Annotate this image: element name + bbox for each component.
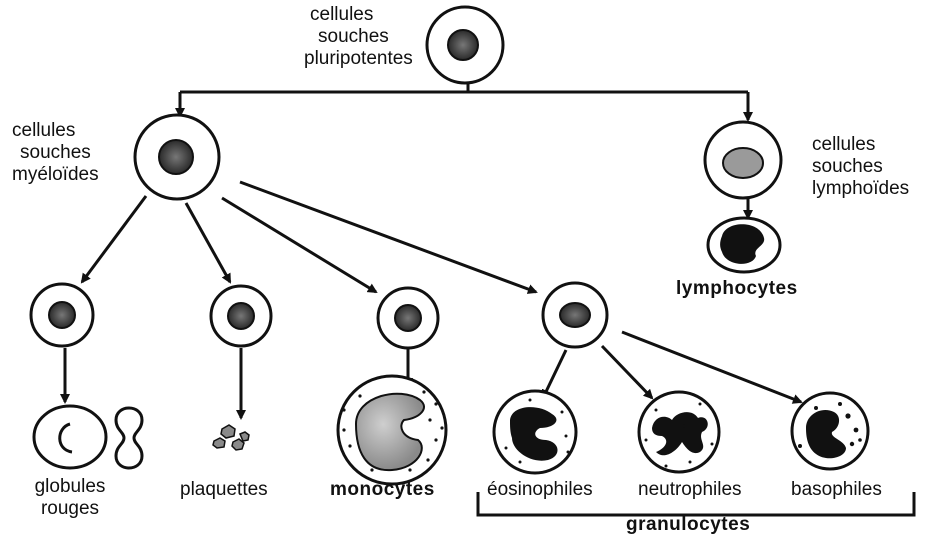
label-line: myéloïdes <box>12 164 99 186</box>
label-line: souches <box>310 26 413 48</box>
progenitor-platelet-cell <box>211 286 271 346</box>
label-granulocytes: granulocytes <box>626 514 750 536</box>
label-red-blood-cells: globules rouges <box>30 476 110 520</box>
label-line: pluripotentes <box>304 48 413 70</box>
label-line: cellules <box>310 4 413 26</box>
progenitor-granulocyte-cell <box>543 283 607 347</box>
monocyte-cell <box>338 376 446 484</box>
basophil-cell <box>792 393 868 469</box>
label-line: cellules <box>812 134 909 156</box>
label-line: souches <box>812 156 909 178</box>
red-blood-cell-face <box>34 406 106 468</box>
label-lymphoid-stem-cells: cellules souches lymphoïdes <box>812 134 909 200</box>
label-line: globules <box>30 476 110 498</box>
label-basophils: basophiles <box>791 479 882 501</box>
label-eosinophils: éosinophiles <box>487 479 593 501</box>
label-line: lymphoïdes <box>812 178 909 200</box>
progenitor-monocyte-cell <box>378 288 438 348</box>
lymphoid-stem-cell <box>705 122 781 198</box>
label-monocytes: monocytes <box>330 479 435 501</box>
myeloid-arrows <box>82 182 536 292</box>
top-branch-connector <box>180 80 748 120</box>
red-blood-cell-side <box>116 408 142 468</box>
progenitor-red-cell <box>31 284 93 346</box>
label-lymphocytes: lymphocytes <box>676 278 798 300</box>
label-myeloid-stem-cells: cellules souches myéloïdes <box>12 120 99 186</box>
lymphocyte-cell <box>708 218 780 272</box>
label-line: souches <box>12 142 99 164</box>
neutrophil-cell <box>639 392 719 472</box>
label-line: cellules <box>12 120 99 142</box>
label-neutrophils: neutrophiles <box>638 479 742 501</box>
myeloid-stem-cell <box>135 115 219 199</box>
eosinophil-cell <box>494 391 576 473</box>
label-pluripotent-stem-cells: cellules souches pluripotentes <box>310 4 413 70</box>
platelets <box>213 425 249 450</box>
label-line: rouges <box>30 498 110 520</box>
pluripotent-stem-cell <box>427 7 503 83</box>
label-platelets: plaquettes <box>180 479 268 501</box>
